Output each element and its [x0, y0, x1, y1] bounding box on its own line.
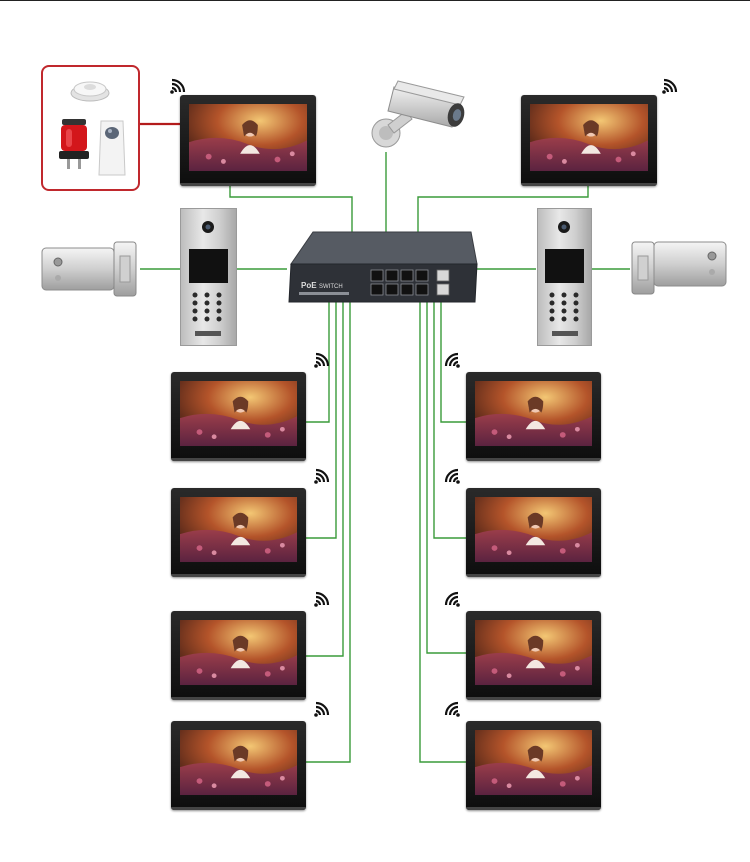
indoor-monitor-left-3 [171, 611, 306, 700]
pir-motion-sensor-icon [98, 120, 126, 176]
poe-port [385, 269, 399, 282]
poe-port [385, 283, 399, 296]
poe-port [415, 283, 429, 296]
keypad-button [204, 300, 210, 306]
speaker-grille [195, 331, 221, 336]
monitor-screen [475, 620, 592, 685]
wire-left-monitor-4 [306, 300, 351, 763]
monitor-screen [475, 730, 592, 795]
poe-port [400, 269, 414, 282]
door-panel-detail [189, 221, 228, 336]
keypad-button [204, 316, 210, 322]
keypad-button [561, 300, 567, 306]
keypad-button [573, 316, 579, 322]
keypad-button [573, 308, 579, 314]
keypad-button [204, 308, 210, 314]
electric-lock-left-icon [41, 241, 137, 297]
wire-right-monitor-2 [433, 300, 467, 539]
uplink-port [436, 269, 450, 282]
wire-left-monitor-2 [306, 300, 337, 539]
keypad-button [549, 316, 555, 322]
keypad-button [561, 308, 567, 314]
keypad-button [192, 316, 198, 322]
keypad-button [573, 292, 579, 298]
monitor-screen [530, 104, 648, 171]
keypad-button [216, 308, 222, 314]
indoor-monitor-right-2 [466, 488, 601, 577]
poe-port [370, 283, 384, 296]
keypad-button [549, 292, 555, 298]
monitor-screen [180, 497, 297, 562]
poe-switch: PoE SWITCH [288, 231, 478, 303]
switch-text-label: SWITCH [319, 284, 343, 290]
switch-port-group [370, 269, 450, 296]
indoor-monitor-top-left [180, 95, 316, 186]
keypad-button [192, 292, 198, 298]
keypad-button [549, 300, 555, 306]
strobe-siren-icon [59, 119, 89, 169]
keypad-button [573, 300, 579, 306]
keypad-button [549, 308, 555, 314]
indoor-monitor-left-2 [171, 488, 306, 577]
indoor-monitor-left-4 [171, 721, 306, 810]
keypad-button [192, 300, 198, 306]
uplink-port [436, 283, 450, 296]
indoor-monitor-top-right [521, 95, 657, 186]
monitor-screen [180, 381, 297, 446]
outdoor-door-panel-right [537, 208, 592, 346]
door-panel-detail [545, 221, 584, 336]
electric-lock-right-icon [631, 241, 727, 295]
poe-port [400, 283, 414, 296]
wire-left-monitor-3 [306, 300, 344, 657]
wire-right-monitor-4 [419, 300, 467, 763]
indoor-monitor-right-1 [466, 372, 601, 461]
wire-top-left-monitor [229, 186, 353, 232]
keypad-button [216, 292, 222, 298]
speaker-grille [552, 331, 578, 336]
wire-top-right-monitor [417, 186, 589, 232]
wire-right-monitor-1 [440, 300, 467, 423]
indoor-monitor-right-4 [466, 721, 601, 810]
alarm-sensor-group [41, 65, 140, 191]
keypad-button [216, 300, 222, 306]
monitor-screen [475, 381, 592, 446]
monitor-screen [180, 730, 297, 795]
switch-brand-label: PoE [301, 281, 317, 290]
indoor-monitor-right-3 [466, 611, 601, 700]
wire-left-monitor-1 [306, 300, 330, 423]
keypad-button [204, 292, 210, 298]
indoor-monitor-left-1 [171, 372, 306, 461]
keypad-button [561, 292, 567, 298]
smoke-detector-icon [70, 81, 110, 102]
keypad-button [561, 316, 567, 322]
wire-right-monitor-3 [426, 300, 467, 654]
monitor-screen [475, 497, 592, 562]
monitor-screen [189, 104, 307, 171]
outdoor-door-panel-left [180, 208, 237, 346]
keypad-button [192, 308, 198, 314]
cctv-camera-icon [371, 80, 465, 148]
poe-port [415, 269, 429, 282]
top-border-line [0, 0, 750, 1]
keypad-button [216, 316, 222, 322]
poe-port [370, 269, 384, 282]
monitor-screen [180, 620, 297, 685]
